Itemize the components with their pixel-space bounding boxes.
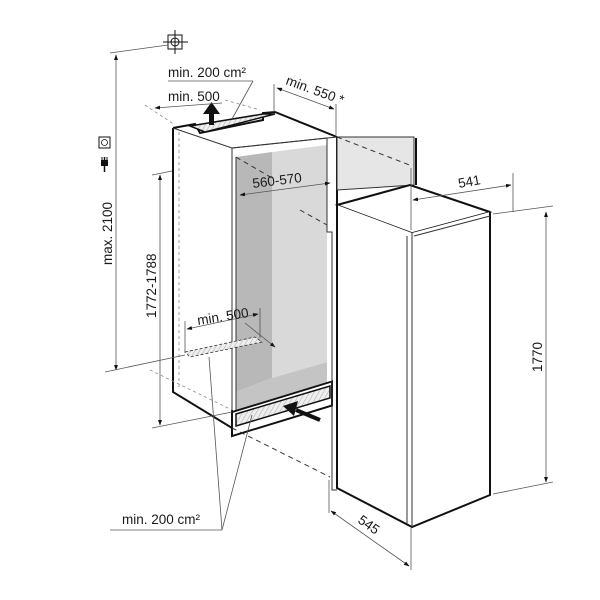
appliance-height-label: 1770 — [530, 342, 545, 372]
appliance-body — [331, 136, 493, 529]
appliance-depth-label: 545 — [355, 512, 382, 537]
door-clearance-label: min. 550 * — [284, 73, 347, 108]
top-vent-area-label: min. 200 cm² — [168, 65, 247, 80]
top-depth-label: min. 500 — [168, 89, 220, 104]
airflow-in-arrow-icon — [283, 401, 321, 422]
power-plug-icon — [101, 157, 108, 172]
appliance-width-label: 541 — [457, 172, 482, 191]
crosshair-target-icon — [163, 30, 188, 54]
airflow-up-arrow-icon — [203, 102, 220, 125]
niche-width-label: 560-570 — [252, 170, 303, 191]
bottom-vent-area-label: min. 200 cm² — [122, 512, 201, 527]
niche-height-label: 1772-1788 — [144, 253, 159, 318]
niche-interior-left — [236, 152, 272, 392]
max-height-label: max. 2100 — [100, 202, 115, 265]
niche-interior-right — [272, 145, 327, 378]
floor-vent-dashed — [184, 336, 263, 358]
power-socket-icon — [98, 136, 111, 149]
open-door-panel — [336, 136, 415, 191]
top-vent-slot — [187, 113, 276, 133]
niche-floor — [236, 362, 327, 410]
